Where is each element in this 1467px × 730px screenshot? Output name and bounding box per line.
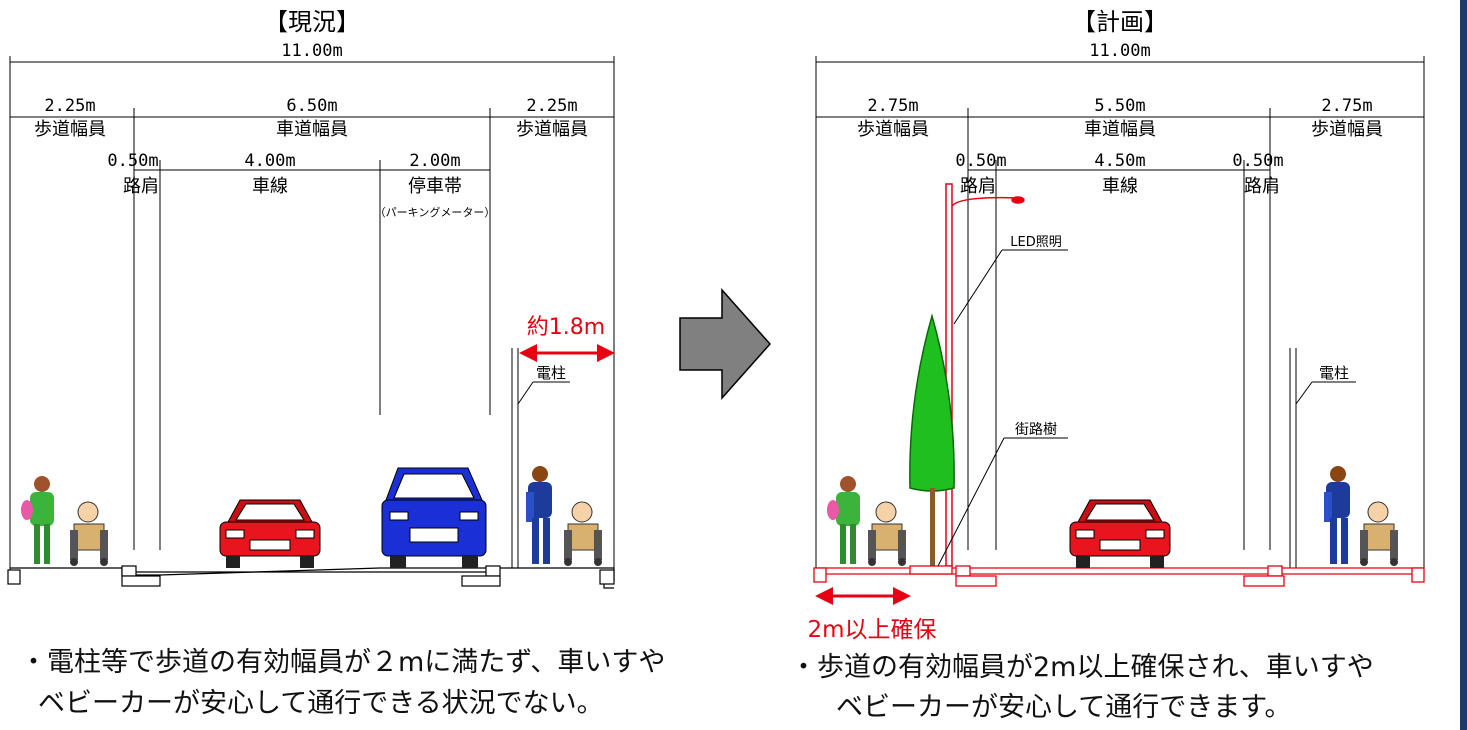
current-pedestrian-right-icon (526, 466, 552, 564)
current-blue-van-icon (381, 467, 487, 568)
plan-title: 【計画】 (1072, 8, 1168, 36)
plan-sidewalk-right-label: 歩道幅員 (1311, 119, 1383, 140)
transition-arrow-icon (679, 288, 772, 400)
current-sidewalk-right-label: 歩道幅員 (516, 119, 588, 140)
current-wheelchair-left-icon (70, 501, 108, 566)
plan-sidewalk-right-width: 2.75m (1321, 96, 1372, 116)
plan-led-label: LED照明 (1010, 235, 1061, 250)
current-sidewalk-right-width: 2.25m (526, 96, 577, 116)
plan-sidewalk-left-label: 歩道幅員 (857, 119, 929, 140)
current-lane-width: 4.00m (244, 151, 295, 171)
plan-row2-dimension (816, 108, 1424, 550)
plan-total-width: 11.00m (1089, 41, 1150, 61)
plan-row3-dimension (968, 160, 1270, 550)
plan-tree-leader (937, 437, 1068, 567)
current-sidewalk-left-width: 2.25m (44, 96, 95, 116)
plan-pole-label: 電柱 (1319, 364, 1349, 382)
plan-shoulder-right-label: 路肩 (1244, 176, 1280, 197)
current-ground (7, 565, 615, 589)
current-section: 【現況】 11.00m 2.25m 歩道幅員 6.50m 車道幅員 2.25m … (7, 8, 615, 589)
current-utility-pole (511, 348, 570, 568)
current-wheelchair-right-icon (564, 501, 602, 566)
current-row3-dimension (134, 160, 490, 550)
plan-caption-line2: ベビーカーが安心して通行できます。 (836, 692, 1292, 723)
plan-wheelchair-left-icon (868, 501, 906, 566)
current-parking-label: 停車帯 (408, 176, 462, 197)
plan-red-car-icon (1069, 499, 1171, 568)
current-carriageway-label: 車道幅員 (276, 119, 348, 140)
current-lane-label: 車線 (252, 176, 288, 197)
plan-lane-label: 車線 (1102, 176, 1138, 197)
plan-lane-width: 4.50m (1094, 151, 1145, 171)
current-total-dimension (9, 56, 615, 570)
plan-pedestrian-left-icon (827, 476, 860, 564)
plan-utility-pole (1289, 348, 1356, 568)
right-edge-bar (1460, 0, 1467, 730)
current-sidewalk-left-label: 歩道幅員 (34, 119, 106, 140)
plan-ground (813, 565, 1425, 587)
current-shoulder-label: 路肩 (123, 176, 159, 197)
current-effective-width: 約1.8m (527, 315, 605, 340)
plan-tree-label: 街路樹 (1015, 422, 1057, 438)
plan-section: 【計画】 11.00m 2.75m 歩道幅員 5.50m 車道幅員 2.75m … (807, 8, 1425, 643)
current-caption-line2: ベビーカーが安心して通行できる状況でない。 (38, 688, 604, 719)
current-parking-note: （パーキングメーター） (375, 205, 496, 219)
plan-shoulder-left-width: 0.50m (955, 151, 1006, 171)
plan-pedestrian-right-icon (1324, 466, 1350, 564)
current-carriageway-width: 6.50m (286, 96, 337, 116)
plan-shoulder-left-label: 路肩 (960, 176, 996, 197)
current-caption-line1: ・電柱等で歩道の有効幅員が２mに満たず、車いすや (20, 647, 666, 678)
plan-total-dimension (815, 56, 1425, 570)
current-pole-label: 電柱 (536, 364, 566, 382)
plan-street-tree-icon (909, 313, 955, 568)
current-parking-width: 2.00m (409, 151, 460, 171)
current-total-width: 11.00m (281, 41, 342, 61)
plan-led-leader (953, 249, 1068, 325)
current-row2-dimension (10, 108, 614, 550)
current-pedestrian-left-icon (21, 476, 54, 564)
current-shoulder-width: 0.50m (107, 151, 158, 171)
current-title: 【現況】 (264, 8, 360, 36)
plan-carriageway-width: 5.50m (1094, 96, 1145, 116)
current-red-car-icon (219, 499, 321, 568)
plan-shoulder-right-width: 0.50m (1232, 151, 1283, 171)
plan-sidewalk-left-width: 2.75m (867, 96, 918, 116)
plan-secured-width: 2m以上確保 (807, 617, 936, 643)
plan-carriageway-label: 車道幅員 (1084, 119, 1156, 140)
plan-wheelchair-right-icon (1360, 501, 1398, 566)
plan-caption-line1: ・歩道の有効幅員が2m以上確保され、車いすや (790, 652, 1374, 683)
